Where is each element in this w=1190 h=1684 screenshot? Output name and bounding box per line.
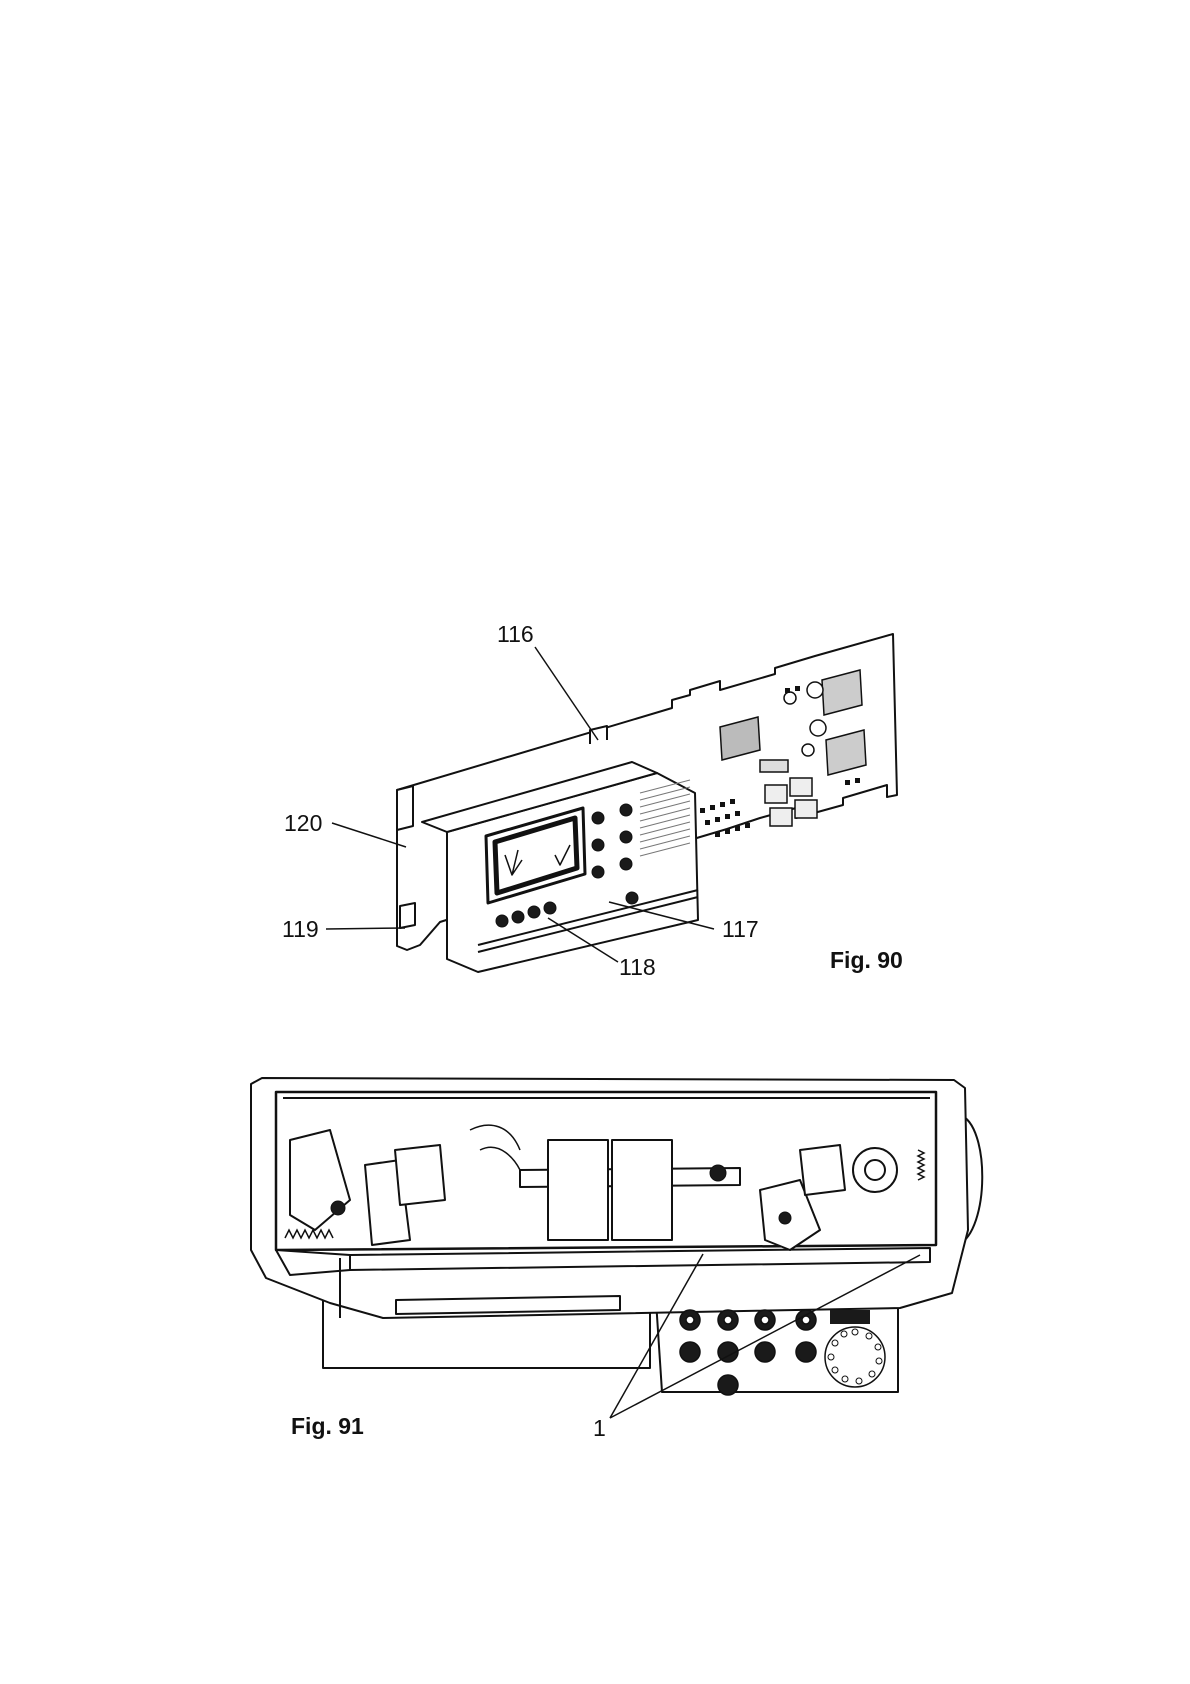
callout-1: 1 — [593, 1417, 606, 1440]
control-knob — [718, 1375, 738, 1395]
control-knob — [680, 1342, 700, 1362]
control-knob — [796, 1342, 816, 1362]
fig91-caption: Fig. 91 — [291, 1415, 364, 1438]
control-knob — [755, 1342, 775, 1362]
